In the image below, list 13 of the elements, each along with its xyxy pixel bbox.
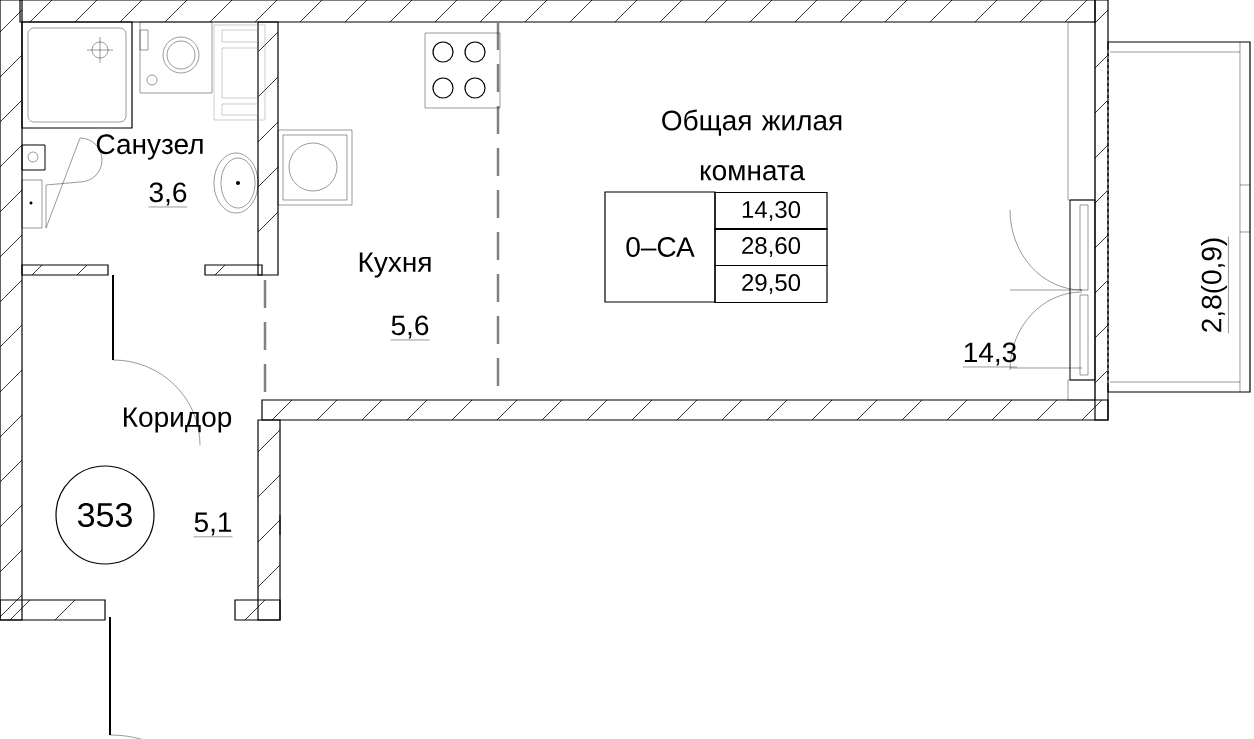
area-value: 14,3 <box>962 342 1018 368</box>
area-value: 5,6 <box>390 315 430 341</box>
room-name: Санузел <box>96 134 203 160</box>
area-value: 3,6 <box>148 182 188 208</box>
room-name: Кухня <box>359 252 431 278</box>
table-cell: 29,50 <box>714 264 828 304</box>
area-value: 5,1 <box>193 512 233 538</box>
table-cell: 28,60 <box>714 227 828 267</box>
area-value: 2,8(0,9) <box>1200 236 1229 334</box>
room-name: Коридор <box>124 407 232 433</box>
room-name: Общая жилая комната <box>662 109 842 181</box>
table-cell: 14,30 <box>714 191 828 231</box>
table-cell: 0–СА <box>604 191 716 303</box>
